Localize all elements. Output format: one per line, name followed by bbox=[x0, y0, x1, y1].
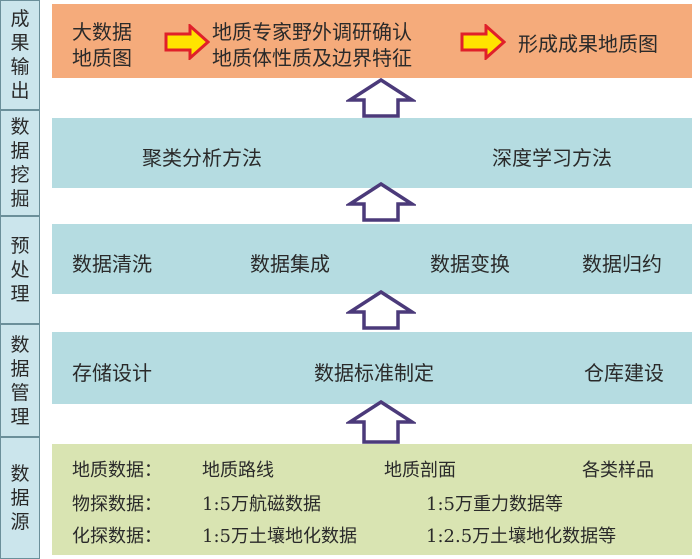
side-label-output: 成果输出 bbox=[0, 0, 40, 110]
preprocess-cleaning: 数据清洗 bbox=[72, 252, 152, 276]
side-label-preprocess: 预处理 bbox=[0, 216, 40, 324]
source-geology-routes: 地质路线 bbox=[202, 460, 274, 481]
management-standards: 数据标准制定 bbox=[314, 361, 434, 385]
output-item-big-data-line2: 地质图 bbox=[72, 46, 132, 70]
preprocess-transformation: 数据变换 bbox=[430, 252, 510, 276]
output-item-survey-line2: 地质体性质及边界特征 bbox=[212, 46, 412, 70]
output-item-final-map: 形成成果地质图 bbox=[518, 32, 658, 56]
mining-band: 聚类分析方法 深度学习方法 bbox=[52, 118, 692, 188]
source-geophysics-label: 物探数据： bbox=[72, 494, 162, 515]
preprocess-reduction: 数据归约 bbox=[582, 252, 662, 276]
preprocess-band: 数据清洗 数据集成 数据变换 数据归约 bbox=[52, 224, 692, 294]
output-item-big-data-line1: 大数据 bbox=[72, 20, 132, 44]
up-arrow-icon bbox=[346, 182, 416, 222]
source-band: 地质数据： 地质路线 地质剖面 各类样品 物探数据： 1:5万航磁数据 1:5万… bbox=[52, 444, 692, 555]
source-geochem-50k: 1:5万土壤地化数据 bbox=[202, 526, 357, 547]
up-arrow-icon bbox=[346, 400, 416, 444]
preprocess-integration: 数据集成 bbox=[250, 252, 330, 276]
right-arrow-icon bbox=[460, 24, 506, 60]
source-geochem-label: 化探数据： bbox=[72, 526, 162, 547]
management-band: 存储设计 数据标准制定 仓库建设 bbox=[52, 332, 692, 404]
side-label-mining: 数据挖掘 bbox=[0, 110, 40, 216]
output-band: 大数据 地质图 地质专家野外调研确认 地质体性质及边界特征 形成成果地质图 bbox=[52, 4, 692, 78]
management-storage-design: 存储设计 bbox=[72, 361, 152, 385]
mining-deep-learning: 深度学习方法 bbox=[492, 146, 612, 170]
source-geology-sections: 地质剖面 bbox=[384, 460, 456, 481]
up-arrow-icon bbox=[346, 290, 416, 330]
side-label-source: 数据源 bbox=[0, 437, 40, 559]
output-item-survey-line1: 地质专家野外调研确认 bbox=[212, 20, 412, 44]
source-geophysics-gravity: 1:5万重力数据等 bbox=[426, 494, 563, 515]
up-arrow-icon bbox=[346, 78, 416, 118]
management-warehouse: 仓库建设 bbox=[584, 361, 664, 385]
right-arrow-icon bbox=[164, 24, 210, 60]
source-geochem-25k: 1:2.5万土壤地化数据等 bbox=[426, 526, 617, 547]
source-geology-label: 地质数据： bbox=[72, 460, 162, 481]
mining-clustering: 聚类分析方法 bbox=[142, 146, 262, 170]
side-label-management: 数据管理 bbox=[0, 324, 40, 437]
source-geophysics-aeromag: 1:5万航磁数据 bbox=[202, 494, 321, 515]
source-geology-samples: 各类样品 bbox=[582, 460, 654, 481]
